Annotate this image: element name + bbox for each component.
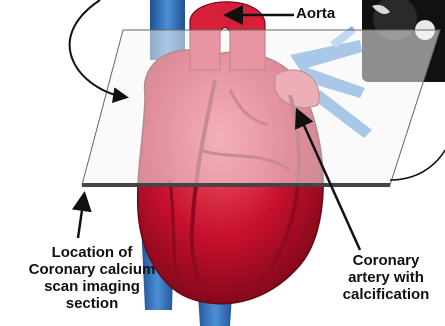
location-label-line-4: section — [4, 295, 180, 312]
location-label-line-3: scan imaging — [4, 278, 180, 295]
coronary-label-line-1: Coronary — [327, 252, 445, 269]
coronary-label-line-3: calcification — [327, 286, 445, 303]
coronary-label-line-2: artery with — [327, 269, 445, 286]
aorta-label: Aorta — [296, 5, 335, 22]
location-arrow-icon — [78, 196, 84, 238]
scan-plane — [82, 30, 440, 185]
location-label-line-1: Location of — [4, 244, 180, 261]
location-label: Location of Coronary calcium scan imagin… — [4, 244, 180, 312]
aorta-label-text: Aorta — [296, 5, 335, 22]
location-label-line-2: Coronary calcium — [4, 261, 180, 278]
coronary-label: Coronary artery with calcification — [327, 252, 445, 303]
